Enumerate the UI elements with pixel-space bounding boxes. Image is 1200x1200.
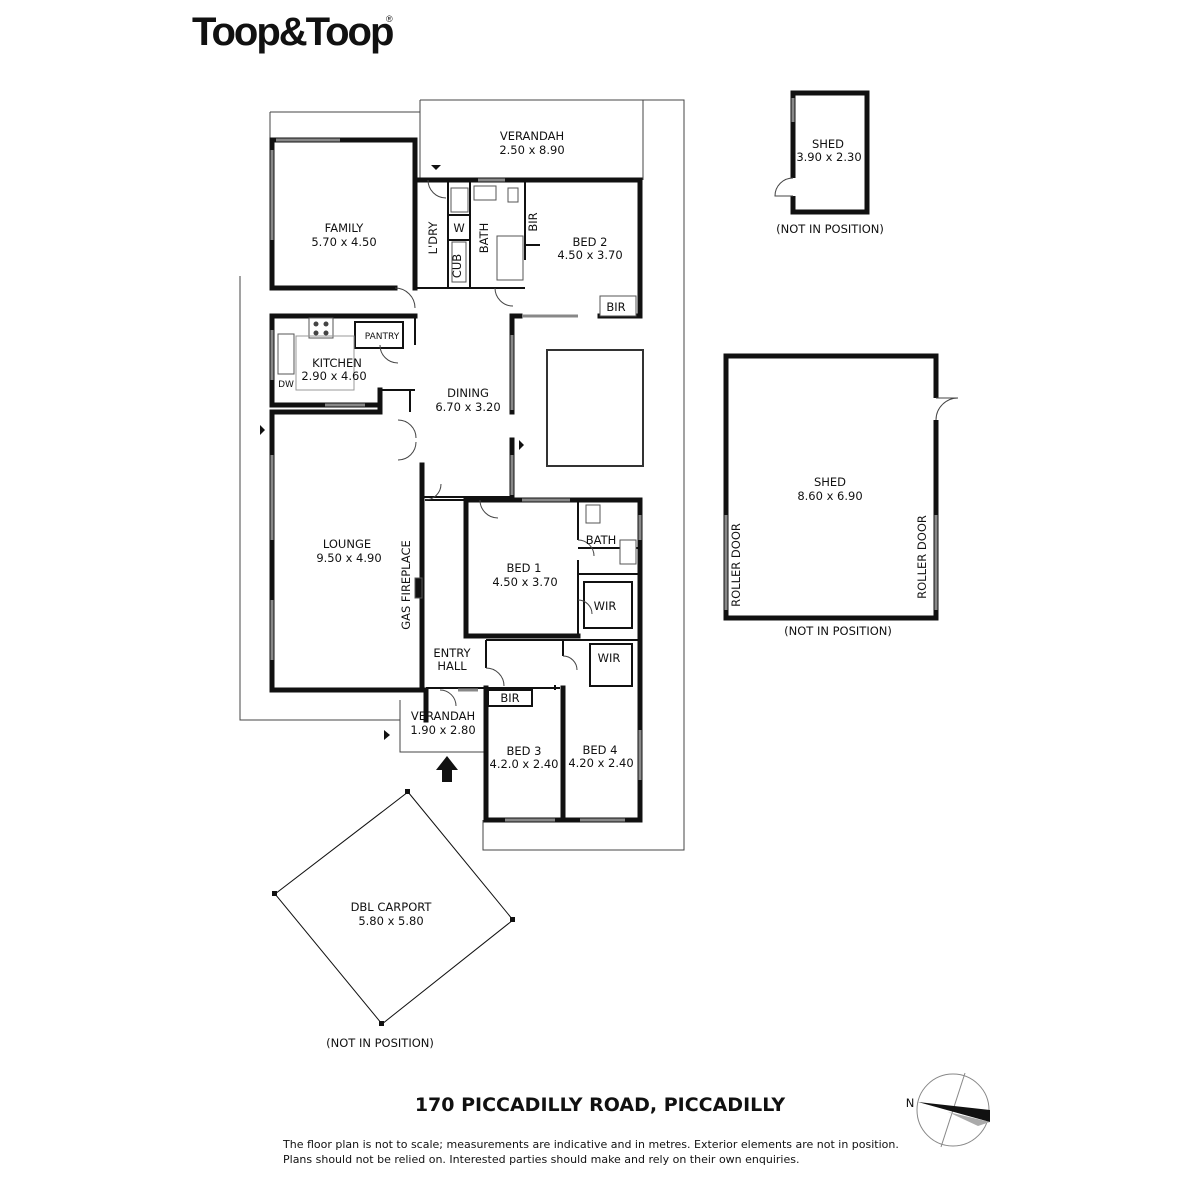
shed-large-dims: 8.60 x 6.90 [797, 489, 862, 503]
shed-small-dims: 3.90 x 2.30 [796, 150, 861, 164]
room-labels: VERANDAH 2.50 x 8.90 FAMILY 5.70 x 4.50 … [278, 129, 634, 771]
shed-large-name: SHED [814, 475, 846, 489]
doors [379, 179, 595, 707]
vanity [473, 185, 497, 201]
bed1-name: BED 1 [507, 561, 542, 575]
shed-large-note: (NOT IN POSITION) [784, 624, 892, 638]
laundry-trough [450, 187, 469, 213]
disclaimer-line2: Plans should not be relied on. Intereste… [283, 1153, 799, 1166]
fixtures [277, 185, 637, 599]
shed-small-note: (NOT IN POSITION) [776, 222, 884, 236]
carport-note: (NOT IN POSITION) [326, 1036, 434, 1050]
compass-icon: N [906, 1072, 990, 1148]
verandah-front-dims: 1.90 x 2.80 [410, 723, 475, 737]
family-dims: 5.70 x 4.50 [311, 235, 376, 249]
side-entry-arrow-icon [384, 730, 390, 740]
toilet [507, 187, 519, 203]
bath-lower-name: BATH [586, 533, 617, 547]
cupboard-name: CUB [450, 254, 464, 278]
bed4-name: BED 4 [583, 743, 618, 757]
entry-hall-line1: ENTRY [433, 646, 471, 660]
bed3-dims: 4.2.0 x 2.40 [490, 757, 559, 771]
bed1-dims: 4.50 x 3.70 [492, 575, 557, 589]
bed2-bir-name: BIR [606, 300, 625, 314]
shed-small-name: SHED [812, 137, 844, 151]
cupboard-box [451, 241, 467, 283]
kitchen-bench [295, 335, 355, 391]
lounge-name: LOUNGE [323, 537, 371, 551]
compass-north-label: N [906, 1096, 915, 1110]
verandah-front-name: VERANDAH [411, 709, 475, 723]
shed-large-right-door: ROLLER DOOR [915, 515, 929, 599]
kitchen-sink [277, 333, 295, 375]
windows [270, 138, 642, 822]
bir-bed3-name: BIR [500, 691, 519, 705]
pantry-name: PANTRY [365, 332, 400, 342]
large-shed: SHED 8.60 x 6.90 ROLLER DOOR ROLLER DOOR… [723, 353, 959, 638]
dishwasher-name: DW [278, 380, 294, 390]
property-address: 170 PICCADILLY ROAD, PICCADILLY [415, 1094, 786, 1116]
lounge-entry-arrow-icon [260, 425, 265, 435]
vanity-lower [619, 539, 637, 565]
cooktop [308, 317, 334, 339]
small-shed: SHED 3.90 x 2.30 (NOT IN POSITION) [774, 90, 884, 236]
laundry-name: L'DRY [426, 221, 440, 255]
entry-arrow-icon [436, 756, 458, 782]
family-name: FAMILY [325, 221, 365, 235]
bath-upper-name: BATH [477, 223, 491, 254]
gas-fireplace-name: GAS FIREPLACE [399, 540, 413, 630]
shed-large-left-door: ROLLER DOOR [729, 523, 743, 607]
site-outlines [239, 99, 685, 851]
logo-text: Toop&Toop [192, 10, 393, 54]
registered-mark: ® [386, 14, 393, 24]
wir-bed1-name: WIR [594, 599, 617, 613]
bed3-name: BED 3 [507, 744, 542, 758]
toilet-lower [585, 504, 601, 524]
kitchen-name: KITCHEN [312, 356, 362, 370]
carport-name: DBL CARPORT [351, 900, 433, 914]
wir-bed4-name: WIR [598, 651, 621, 665]
carport: DBL CARPORT 5.80 x 5.80 (NOT IN POSITION… [272, 789, 515, 1050]
lounge-dims: 9.50 x 4.90 [316, 551, 381, 565]
rear-entry-arrow-icon [431, 165, 441, 170]
kitchen-dims: 2.90 x 4.60 [301, 369, 366, 383]
bir-upper-name: BIR [526, 212, 540, 231]
bed2-bir-box [599, 295, 637, 317]
courtyard-block [546, 349, 644, 467]
verandah-rear-name: VERANDAH [500, 129, 564, 143]
bed2-name: BED 2 [573, 235, 608, 249]
interior-walls [354, 180, 640, 707]
bed2-dims: 4.50 x 3.70 [557, 248, 622, 262]
carport-dims: 5.80 x 5.80 [358, 914, 423, 928]
fireplace-box [414, 577, 423, 599]
dining-name: DINING [447, 386, 489, 400]
dining-entry-arrow-icon [519, 440, 524, 450]
disclaimer-line1: The floor plan is not to scale; measurem… [282, 1138, 899, 1151]
bathtub [496, 235, 524, 281]
dining-dims: 6.70 x 3.20 [435, 400, 500, 414]
bed4-dims: 4.20 x 2.40 [568, 756, 633, 770]
verandah-rear-dims: 2.50 x 8.90 [499, 143, 564, 157]
brand-logo: Toop&Toop ® [192, 10, 395, 54]
laundry-w-name: W [453, 221, 464, 235]
entry-hall-line2: HALL [437, 659, 467, 673]
